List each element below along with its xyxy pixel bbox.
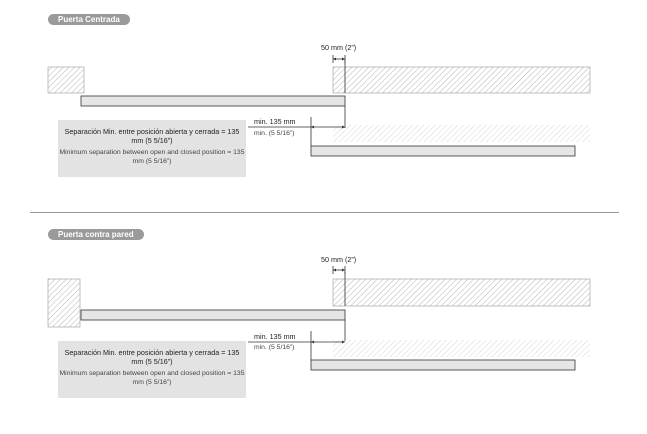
right-wall — [332, 66, 591, 94]
gap-arrow-left — [333, 57, 336, 61]
gap-arrow-left — [333, 268, 336, 272]
section-divider — [30, 212, 619, 213]
note-english: Minimum separation between open and clos… — [59, 149, 245, 165]
separation-imperial-label: min. (5 5/16”) — [254, 344, 295, 351]
separation-metric-label: min. 135 mm — [254, 332, 296, 341]
note-english: Minimum separation between open and clos… — [59, 370, 245, 386]
section-title-centered: Puerta Centrada — [48, 14, 130, 25]
right-wall-ghost — [333, 340, 590, 357]
door-open — [310, 359, 576, 371]
door-open — [310, 145, 576, 157]
right-wall-ghost — [333, 125, 590, 142]
section-title-wall: Puerta contra pared — [48, 229, 144, 240]
separation-arrow-left — [311, 340, 314, 344]
separation-note: Separación Min. entre posición abierta y… — [58, 341, 246, 398]
gap-label: 50 mm (2”) — [321, 255, 357, 264]
door-closed — [80, 95, 346, 107]
separation-metric-label: min. 135 mm — [254, 117, 296, 126]
gap-arrow-right — [342, 57, 345, 61]
right-wall — [332, 278, 591, 307]
separation-arrow-right — [342, 125, 345, 129]
note-spanish: Separación Min. entre posición abierta y… — [64, 127, 240, 145]
section-wall-drawing — [47, 266, 591, 371]
separation-arrow-right — [342, 340, 345, 344]
door-closed — [80, 309, 346, 321]
note-spanish: Separación Min. entre posición abierta y… — [64, 348, 240, 366]
separation-arrow-left — [311, 125, 314, 129]
left-wall — [47, 66, 85, 94]
gap-arrow-right — [342, 268, 345, 272]
gap-label: 50 mm (2”) — [321, 43, 357, 52]
separation-imperial-label: min. (5 5/16”) — [254, 130, 295, 137]
left-wall — [47, 278, 81, 328]
separation-note: Separación Min. entre posición abierta y… — [58, 120, 246, 177]
section-centered-drawing — [47, 55, 591, 157]
